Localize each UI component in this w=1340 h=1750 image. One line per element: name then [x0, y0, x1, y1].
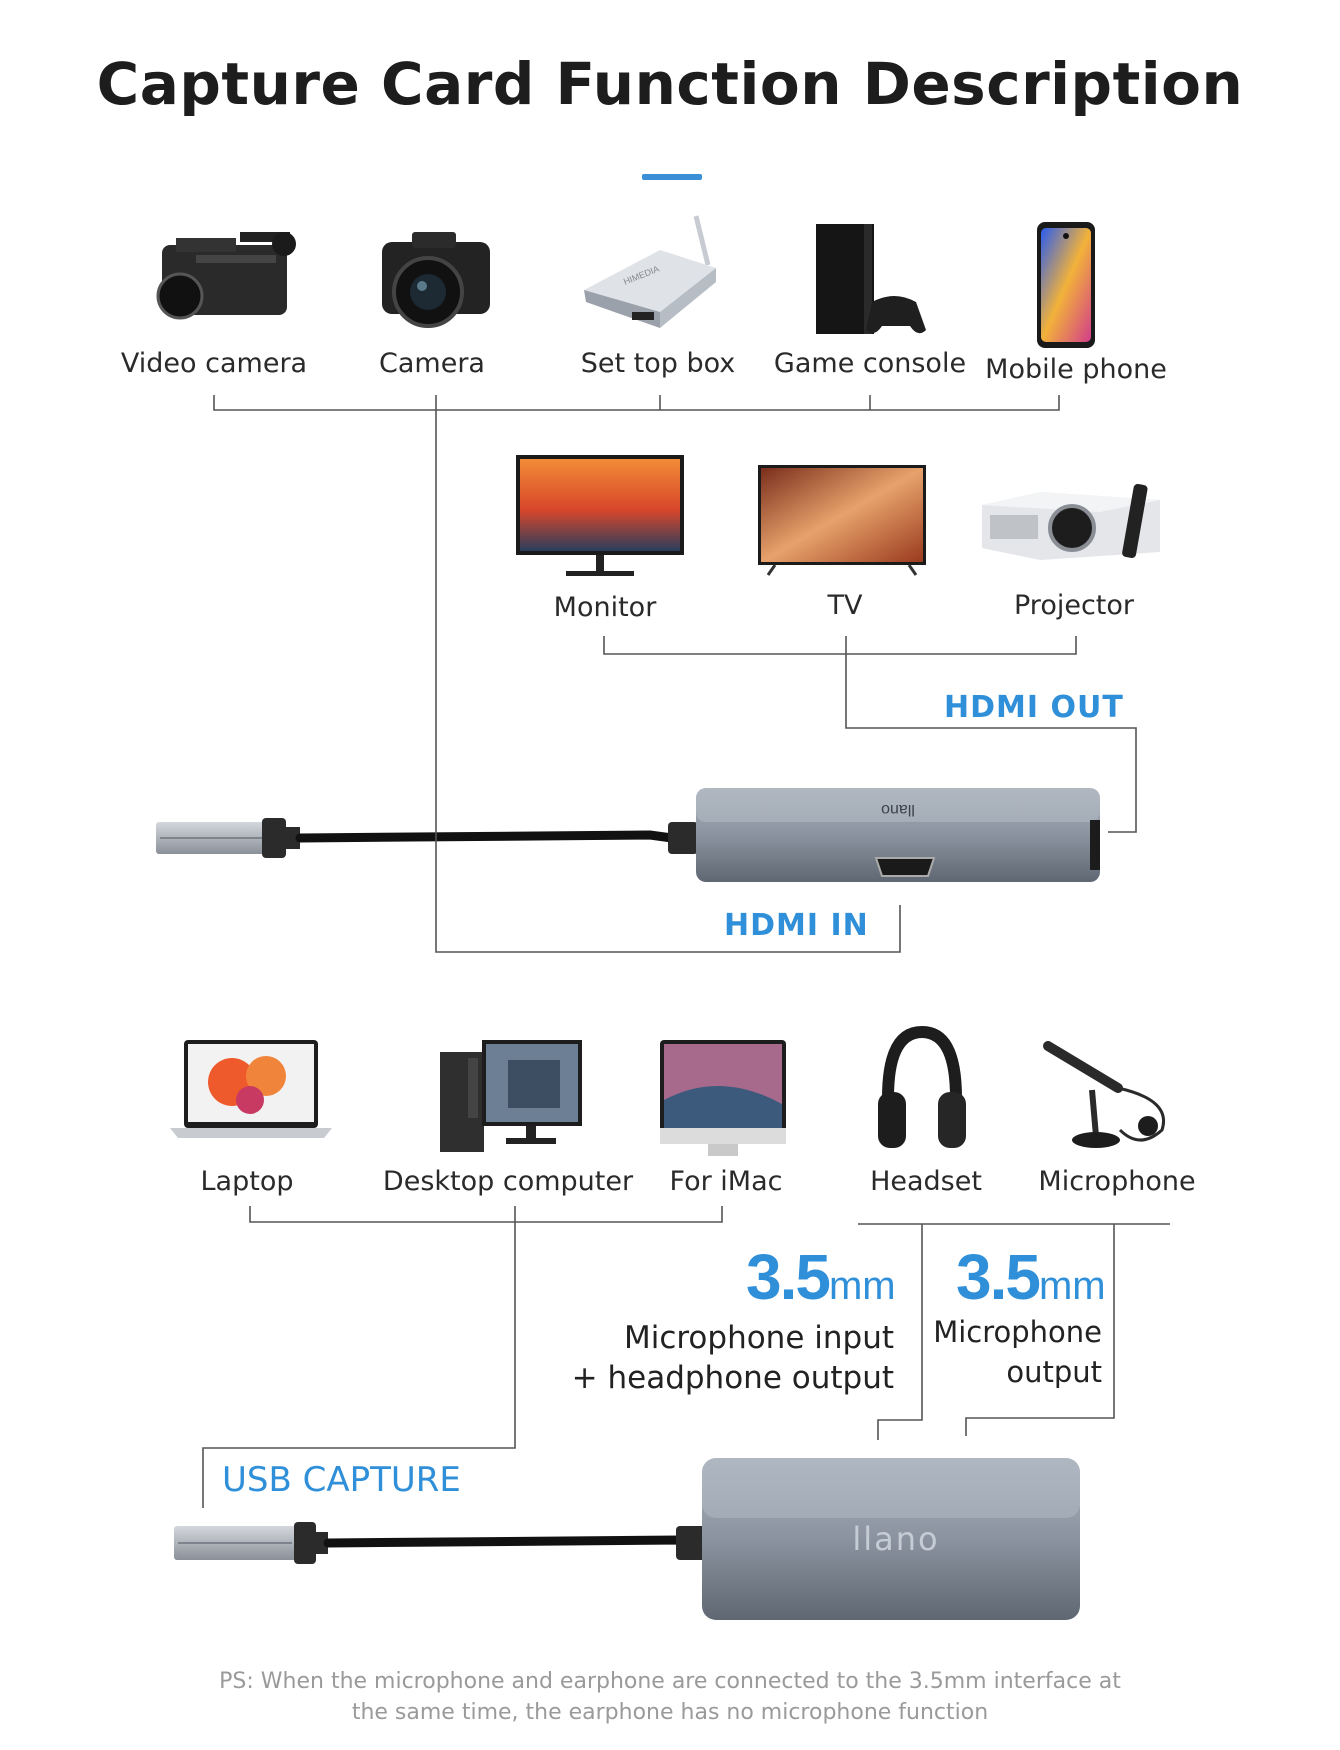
- laptop-icon: [170, 1040, 332, 1138]
- video-camera-icon: [156, 232, 296, 320]
- usb-capture-label: USB CAPTURE: [222, 1460, 461, 1500]
- jack1-desc-line1: Microphone input: [623, 1320, 894, 1356]
- monitor-icon: [516, 455, 684, 576]
- jack1-desc-line2: + headphone output: [571, 1360, 894, 1396]
- computer-label-laptop: Laptop: [200, 1166, 294, 1197]
- usb-device-brand: llano: [852, 1520, 939, 1558]
- page-title: Capture Card Function Description: [96, 50, 1244, 118]
- hdmi-out-label: HDMI OUT: [944, 690, 1124, 725]
- tv-icon: [758, 465, 926, 576]
- source-label-camera: Camera: [379, 348, 485, 379]
- jack2-size: 3.5mm: [956, 1240, 1106, 1314]
- usb-capture-device: llano: [174, 1458, 1080, 1620]
- desktop-computer-icon: [440, 1040, 582, 1152]
- set-top-box-icon: HIMEDIA: [584, 215, 716, 328]
- jack1-size-number: 3.5: [746, 1241, 831, 1313]
- source-label-set-top-box: Set top box: [580, 348, 736, 379]
- hdmi-device-brand: llano: [881, 801, 915, 818]
- ps-note-line1: PS: When the microphone and earphone are…: [219, 1669, 1121, 1694]
- imac-icon: [660, 1040, 786, 1156]
- game-console-icon: [816, 224, 926, 334]
- microphone-icon: [1043, 1041, 1165, 1148]
- mobile-phone-icon: [1037, 222, 1095, 348]
- source-label-game-console: Game console: [773, 348, 967, 379]
- ps-note: PS: When the microphone and earphone are…: [0, 1666, 1340, 1728]
- computer-label-desktop: Desktop computer: [382, 1166, 634, 1197]
- audio-label-microphone: Microphone: [1038, 1166, 1196, 1197]
- audio-label-headset: Headset: [870, 1166, 982, 1197]
- jack1-size-unit: mm: [828, 1264, 896, 1308]
- jack2-size-number: 3.5: [956, 1241, 1041, 1313]
- camera-icon: [382, 232, 490, 328]
- jack2-desc-line1: Microphone: [933, 1315, 1102, 1349]
- jack1-size: 3.5mm: [746, 1240, 896, 1314]
- ps-note-line2: the same time, the earphone has no micro…: [351, 1700, 989, 1725]
- jack2-desc-line2: output: [1006, 1355, 1102, 1389]
- source-label-mobile-phone: Mobile phone: [985, 354, 1167, 385]
- computer-label-imac: For iMac: [669, 1166, 783, 1197]
- projector-icon: [982, 483, 1160, 560]
- source-label-video-camera: Video camera: [120, 348, 308, 379]
- hdmi-capture-device: llano: [156, 788, 1100, 882]
- display-label-tv: TV: [827, 590, 863, 621]
- display-label-projector: Projector: [1014, 590, 1134, 621]
- hdmi-in-label: HDMI IN: [724, 908, 869, 943]
- display-label-monitor: Monitor: [553, 592, 657, 623]
- title-accent-bar: [642, 174, 702, 180]
- headset-icon: [878, 1025, 966, 1148]
- jack2-size-unit: mm: [1038, 1264, 1106, 1308]
